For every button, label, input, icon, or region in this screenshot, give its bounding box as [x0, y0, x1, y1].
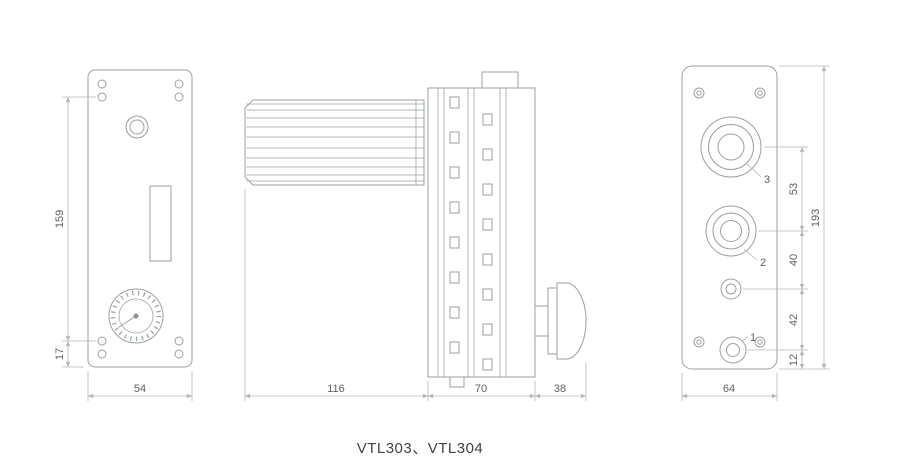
adjustment-knob [125, 115, 149, 139]
rear-body [681, 65, 778, 370]
port-label-3: 3 [745, 162, 770, 186]
front-view [87, 69, 193, 368]
port-1 [719, 336, 747, 364]
side-view [244, 71, 587, 388]
dim-text-116: 116 [327, 383, 345, 395]
gauge-stem [534, 305, 549, 337]
gauge-needle [118, 315, 137, 328]
dim-rear-width: 64 [681, 373, 778, 401]
port-1-label-text: 1 [750, 332, 756, 344]
dim-text-17: 17 [54, 348, 66, 360]
dim-text-42: 42 [788, 314, 800, 326]
manifold-section-lines [437, 88, 507, 377]
dim-text-38: 38 [554, 383, 566, 395]
dim-text-53: 53 [788, 183, 800, 195]
dim-text-64: 64 [723, 383, 735, 395]
dim-text-159: 159 [54, 210, 66, 228]
dim-side-widths: 116 70 38 [244, 189, 587, 401]
port-3 [700, 116, 762, 178]
port-2-label-text: 2 [760, 257, 766, 269]
manifold-top-tab [481, 71, 519, 89]
front-panel-body [87, 69, 193, 368]
dim-text-70: 70 [475, 383, 487, 395]
fin-squares-left [449, 96, 460, 354]
dim-rear-chain: 53 40 42 12 [788, 147, 805, 369]
port-label-1: 1 [741, 332, 756, 344]
front-mounting-holes [97, 79, 184, 359]
dimensions: 159 17 54 116 70 38 [54, 65, 830, 401]
pilot-hole [720, 278, 742, 300]
manifold-body [427, 87, 536, 378]
dim-front-width: 54 [87, 371, 193, 401]
dim-rear-height: 193 [810, 66, 827, 369]
dim-front-bottom-offset: 17 [54, 341, 84, 368]
manifold-bottom-tab [449, 376, 465, 388]
port-label-2: 2 [743, 248, 766, 269]
dim-text-54: 54 [134, 383, 146, 395]
dim-text-193: 193 [810, 209, 822, 227]
port-2 [705, 205, 757, 257]
pressure-gauge-side [534, 282, 587, 360]
fin-squares-right [482, 113, 493, 371]
dim-text-40: 40 [788, 254, 800, 266]
cylinder-body [244, 99, 425, 186]
pressure-gauge-front [108, 288, 164, 344]
rear-mounting-holes [693, 87, 766, 348]
caption: VTL303、VTL304 [357, 440, 484, 457]
dim-text-12: 12 [788, 354, 800, 366]
gauge-hub [133, 313, 139, 319]
port-3-label-text: 3 [764, 174, 770, 186]
label-window [149, 185, 172, 262]
cylinder-ribs [246, 100, 424, 185]
rear-view [681, 65, 778, 370]
